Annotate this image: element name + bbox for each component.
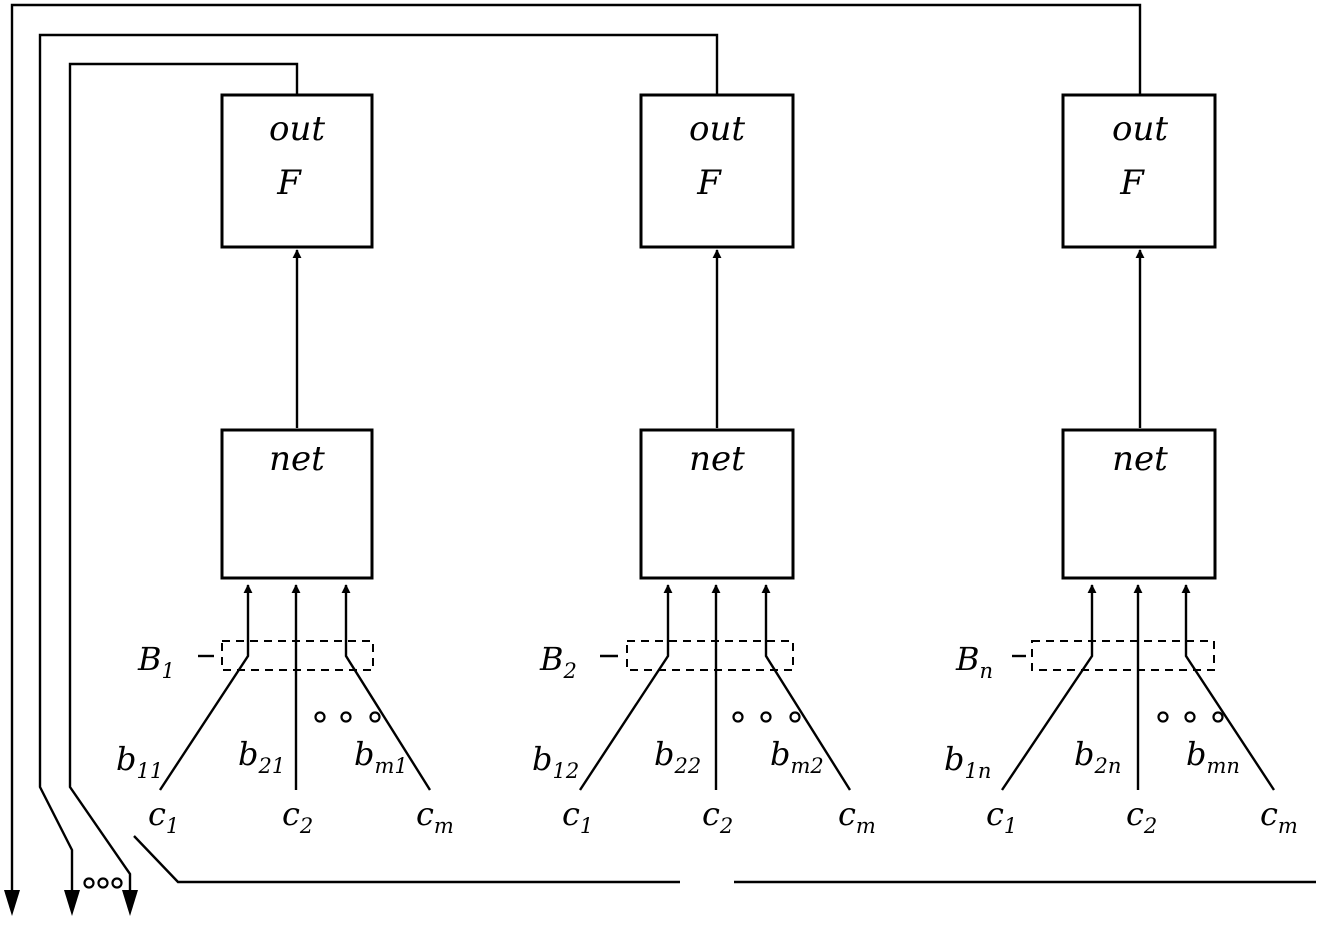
- weight-bank: [221, 640, 374, 671]
- input-line-1: [1001, 584, 1097, 791]
- feedback-lines: [4, 3, 1142, 916]
- out-label: out: [689, 109, 745, 149]
- weight-label-1: b11: [116, 740, 163, 783]
- weight-label-2: b22: [654, 735, 701, 778]
- out-box: [220, 93, 374, 249]
- input-label-2: c2: [282, 795, 313, 838]
- out-label: out: [269, 109, 325, 149]
- input-bus: [133, 835, 1316, 884]
- weight-label-m: bm2: [770, 735, 824, 778]
- net-label: net: [689, 439, 745, 479]
- input-ellipsis: [732, 711, 801, 723]
- unit-2: out F net B2 b12 b22 bm2 c1 c2 cm: [532, 93, 876, 838]
- input-label-m: cm: [416, 795, 454, 838]
- output-arrow-2: [64, 890, 80, 916]
- input-line-1: [578, 584, 673, 791]
- weight-label-1: b12: [532, 740, 579, 783]
- input-line-1: [158, 584, 253, 791]
- output-arrow-1: [4, 890, 20, 916]
- weight-bank: [1031, 640, 1215, 671]
- weight-label-2: b21: [238, 735, 285, 778]
- weight-label-1: b1n: [944, 740, 991, 783]
- function-label: F: [1119, 163, 1145, 203]
- input-line-m: [1181, 584, 1276, 791]
- input-label-2: c2: [1126, 795, 1157, 838]
- feedback-line-unit-n: [10, 3, 1142, 892]
- feedback-line-unit-1: [68, 62, 299, 892]
- input-ellipsis: [1157, 711, 1224, 723]
- weight-label-m: bm1: [354, 735, 408, 778]
- function-label: F: [276, 163, 302, 203]
- input-line-m: [341, 584, 432, 791]
- weight-bank-label: B2: [539, 640, 577, 683]
- weight-bank: [626, 640, 794, 671]
- out-box: [639, 93, 795, 249]
- function-label: F: [696, 163, 722, 203]
- input-line-m: [761, 584, 852, 791]
- output-ellipsis: [83, 877, 123, 889]
- net-box: [639, 428, 795, 580]
- input-label-m: cm: [1260, 795, 1298, 838]
- input-ellipsis: [314, 711, 381, 723]
- weight-label-2: b2n: [1074, 735, 1121, 778]
- out-box: [1061, 93, 1217, 249]
- net-label: net: [1112, 439, 1168, 479]
- net-label: net: [269, 439, 325, 479]
- input-label-1: c1: [986, 795, 1017, 838]
- unit-1: out F net B1 b11 b21 bm1 c1 c2 cm: [116, 93, 454, 838]
- weight-label-m: bmn: [1186, 735, 1240, 778]
- input-label-1: c1: [148, 795, 179, 838]
- out-label: out: [1112, 109, 1168, 149]
- weight-bank-label: Bn: [955, 640, 993, 683]
- feedback-line-unit-2: [38, 33, 719, 892]
- input-label-m: cm: [838, 795, 876, 838]
- input-label-1: c1: [562, 795, 593, 838]
- output-arrow-3: [122, 890, 138, 916]
- net-box: [1061, 428, 1217, 580]
- weight-bank-label: B1: [137, 640, 175, 683]
- input-label-2: c2: [702, 795, 733, 838]
- net-box: [220, 428, 374, 580]
- unit-n: out F net Bn b1n b2n bmn c1 c2 cm: [944, 93, 1298, 838]
- input-bus-segment-left: [133, 835, 680, 884]
